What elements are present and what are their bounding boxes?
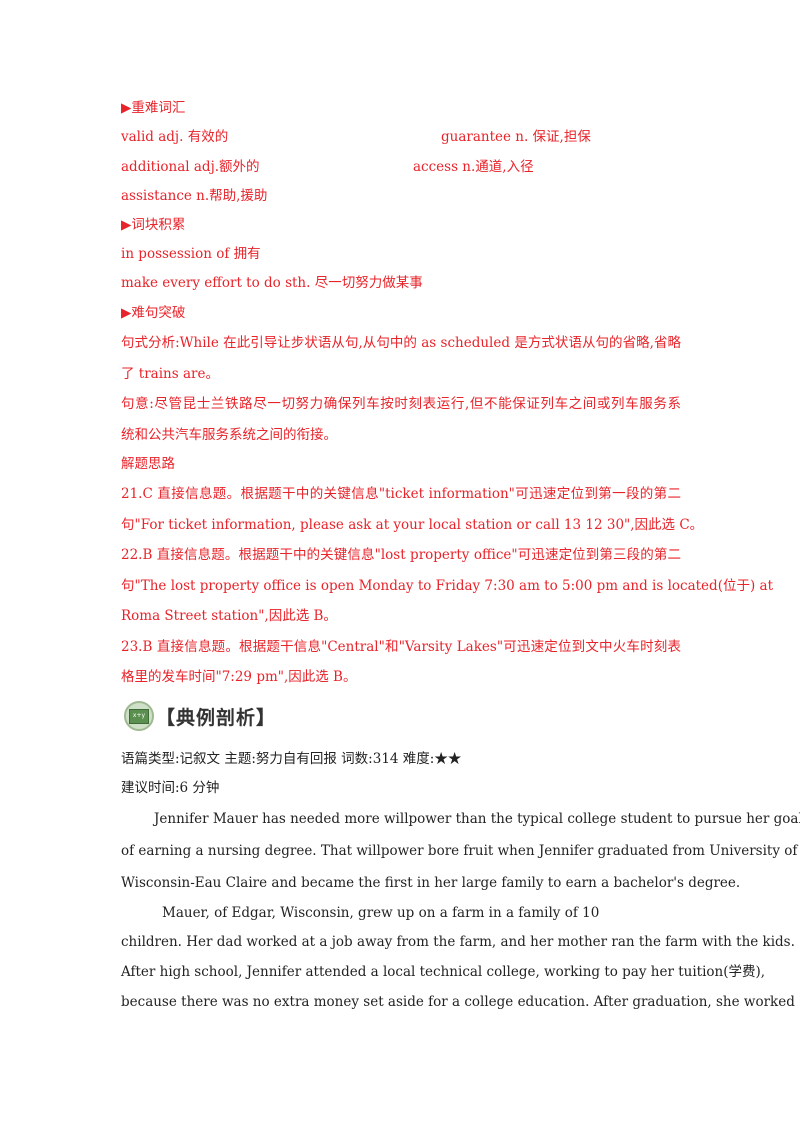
meaning-line: 统和公共汽车服务系统之间的衔接。 <box>121 427 337 443</box>
vocab-valid: valid adj. 有效的 <box>121 129 229 145</box>
answer-23-line: 格里的发车时间"7:29 pm",因此选 B。 <box>121 669 357 685</box>
analysis-line: 了 trains are。 <box>121 366 219 382</box>
answer-22-line: 22.B 直接信息题。根据题干中的关键信息"lost property offi… <box>121 547 681 563</box>
analysis-line: 句式分析:While 在此引导让步状语从句,从句中的 as scheduled … <box>121 335 681 351</box>
vocab-guarantee: guarantee n. 保证,担保 <box>441 129 591 145</box>
phrase-item: make every effort to do sth. 尽一切努力做某事 <box>121 275 423 291</box>
answer-21-line: 21.C 直接信息题。根据题干中的关键信息"ticket information… <box>121 486 681 502</box>
answer-23-line: 23.B 直接信息题。根据题干信息"Central"和"Varsity Lake… <box>121 639 681 655</box>
phrase-item: in possession of 拥有 <box>121 246 261 262</box>
suggested-time: 建议时间:6 分钟 <box>121 780 220 796</box>
passage-line: Jennifer Mauer has needed more willpower… <box>154 811 800 827</box>
answer-21-line: 句"For ticket information, please ask at … <box>121 517 704 533</box>
passage-line: Wisconsin-Eau Claire and became the firs… <box>121 875 741 891</box>
passage-line: After high school, Jennifer attended a l… <box>121 964 766 980</box>
chalkboard-icon: x+y <box>124 701 154 731</box>
banner-title: 【典例剖析】 <box>156 706 277 729</box>
solution-heading: 解题思路 <box>121 456 175 472</box>
answer-22-line: 句"The lost property office is open Monda… <box>121 578 773 594</box>
answer-22-line: Roma Street station",因此选 B。 <box>121 608 337 624</box>
sentence-heading: ▶难句突破 <box>121 305 186 321</box>
vocab-heading: ▶重难词汇 <box>121 100 186 116</box>
meaning-line: 句意:尽管昆士兰铁路尽一切努力确保列车按时刻表运行,但不能保证列车之间或列车服务… <box>121 396 681 412</box>
passage-line: children. Her dad worked at a job away f… <box>121 934 795 950</box>
passage-line: of earning a nursing degree. That willpo… <box>121 843 798 859</box>
passage-info: 语篇类型:记叙文 主题:努力自有回报 词数:314 难度:★★ <box>121 751 462 767</box>
vocab-assistance: assistance n.帮助,援助 <box>121 188 268 204</box>
example-banner: x+y 【典例剖析】 <box>124 700 276 732</box>
passage-line: Mauer, of Edgar, Wisconsin, grew up on a… <box>162 905 600 921</box>
phrase-heading: ▶词块积累 <box>121 217 186 233</box>
vocab-access: access n.通道,入径 <box>413 159 534 175</box>
vocab-additional: additional adj.额外的 <box>121 159 260 175</box>
passage-line: because there was no extra money set asi… <box>121 994 795 1010</box>
